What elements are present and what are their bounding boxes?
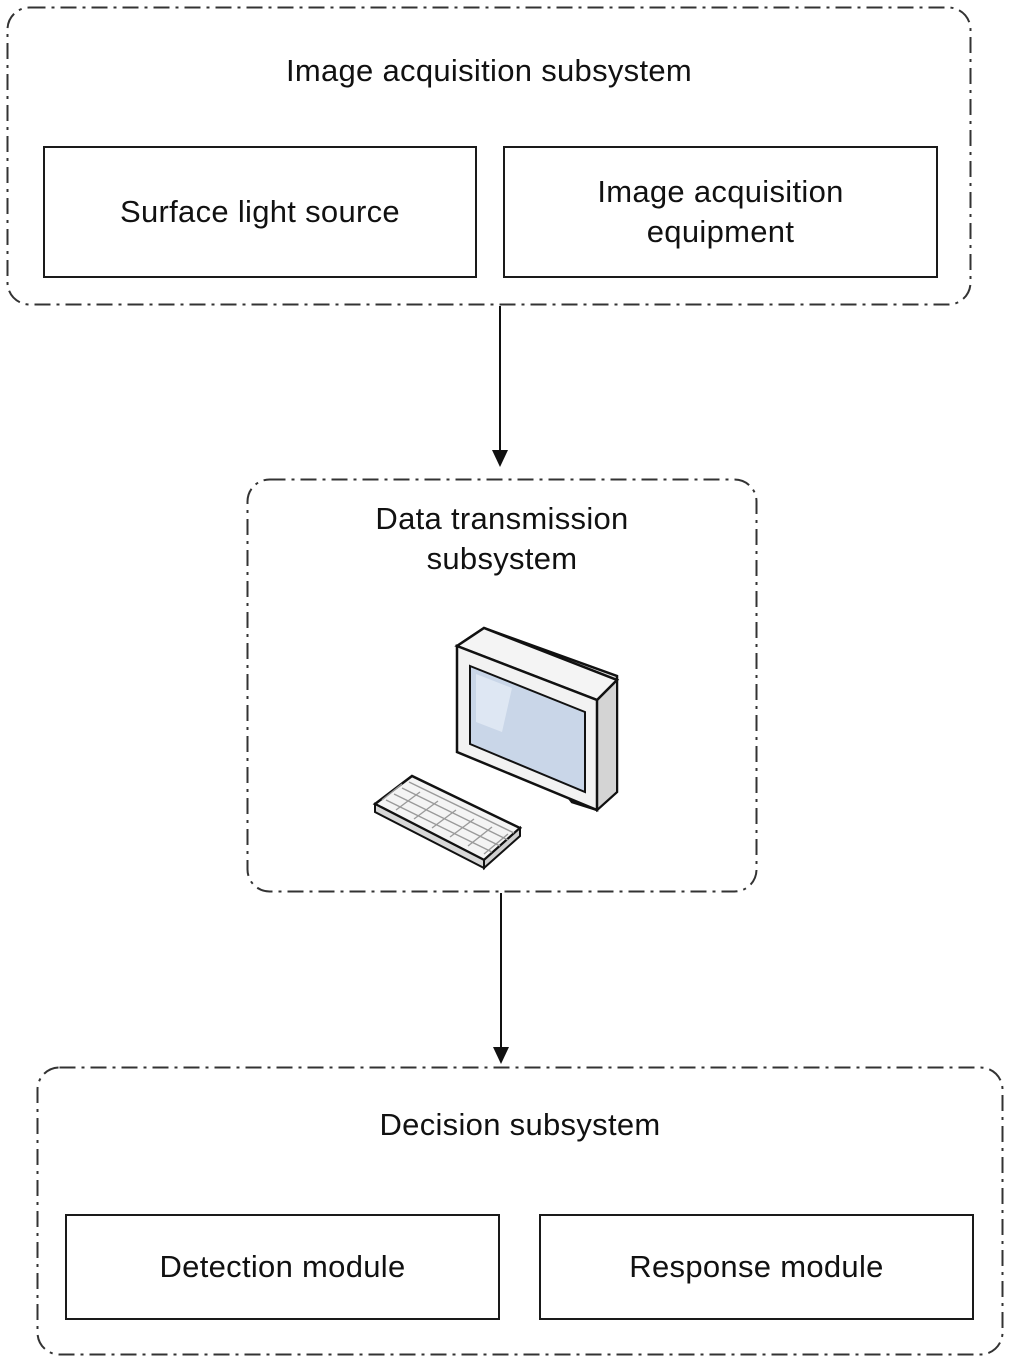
image-acquisition-subsystem-group: Image acquisition subsystem Surface ligh… [6, 6, 972, 306]
group-title: Image acquisition subsystem [285, 53, 693, 88]
arrow-acquisition-to-transmission [492, 306, 508, 467]
arrow-transmission-to-decision [493, 893, 509, 1064]
surface-light-source-box: Surface light source [43, 146, 477, 278]
decision-subsystem-group: Decision subsystem Detection module Resp… [36, 1066, 1004, 1356]
response-module-box: Response module [539, 1214, 974, 1320]
box-label: Image acquisition equipment [597, 174, 844, 249]
image-acquisition-equipment-box: Image acquisition equipment [503, 146, 938, 278]
group-border [36, 1066, 1004, 1356]
computer-icon [372, 626, 620, 871]
box-label: Response module [629, 1249, 884, 1284]
box-label: Detection module [159, 1249, 406, 1284]
detection-module-box: Detection module [65, 1214, 500, 1320]
group-title: Data transmission subsystem [375, 501, 629, 576]
group-border [246, 478, 758, 893]
group-title: Decision subsystem [379, 1107, 661, 1142]
data-transmission-subsystem-group: Data transmission subsystem [246, 478, 758, 893]
box-label: Surface light source [120, 194, 400, 229]
